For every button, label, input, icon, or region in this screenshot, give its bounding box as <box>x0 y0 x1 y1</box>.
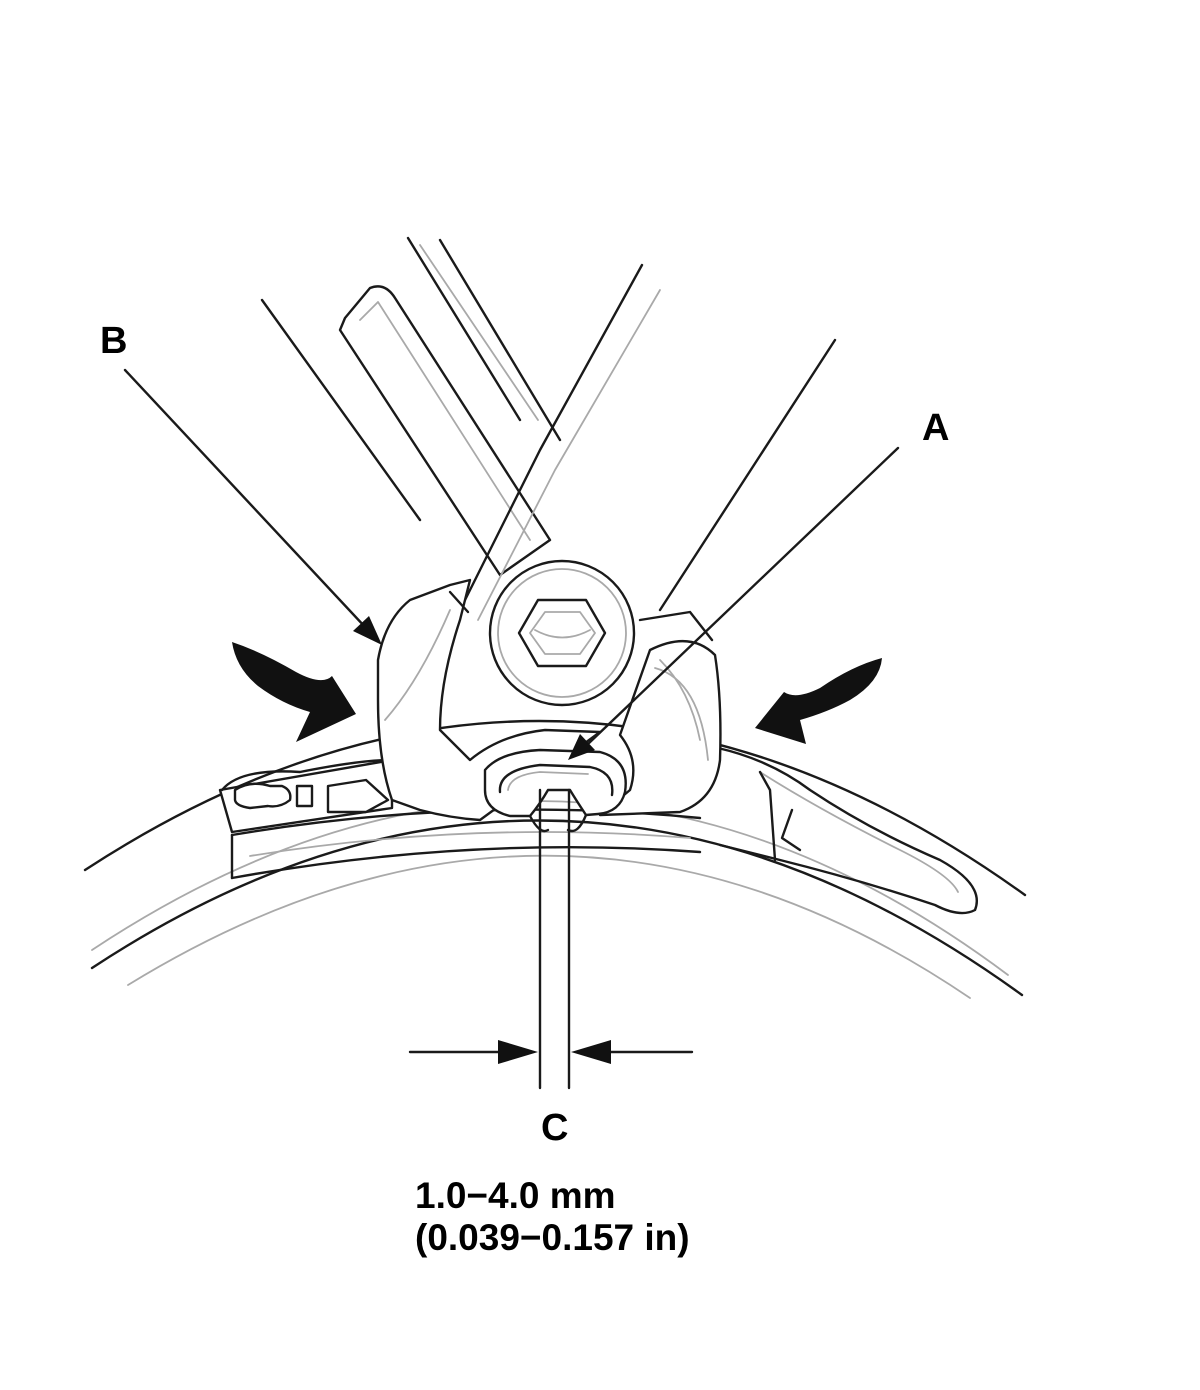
callout-c-label: C <box>541 1107 568 1149</box>
leader-arrowhead-a <box>568 734 595 760</box>
bolt-head <box>488 559 636 707</box>
callout-b-label: B <box>100 320 127 362</box>
spec-metric-text: 1.0−4.0 mm <box>415 1175 616 1216</box>
callout-a-label: A <box>922 407 949 449</box>
gap-dimension <box>408 788 694 1090</box>
squeeze-arrow-left-icon <box>232 642 356 742</box>
spec-imperial-text: (0.039−0.157 in) <box>415 1217 690 1258</box>
pliers-handles <box>260 236 837 621</box>
leader-arrowhead-b <box>353 616 382 645</box>
leader-lines <box>123 368 900 760</box>
dimension-arrow-icon <box>498 1040 538 1064</box>
clamp-ear <box>483 748 627 833</box>
dimension-arrow-icon <box>571 1040 611 1064</box>
squeeze-arrow-right-icon <box>755 658 882 744</box>
